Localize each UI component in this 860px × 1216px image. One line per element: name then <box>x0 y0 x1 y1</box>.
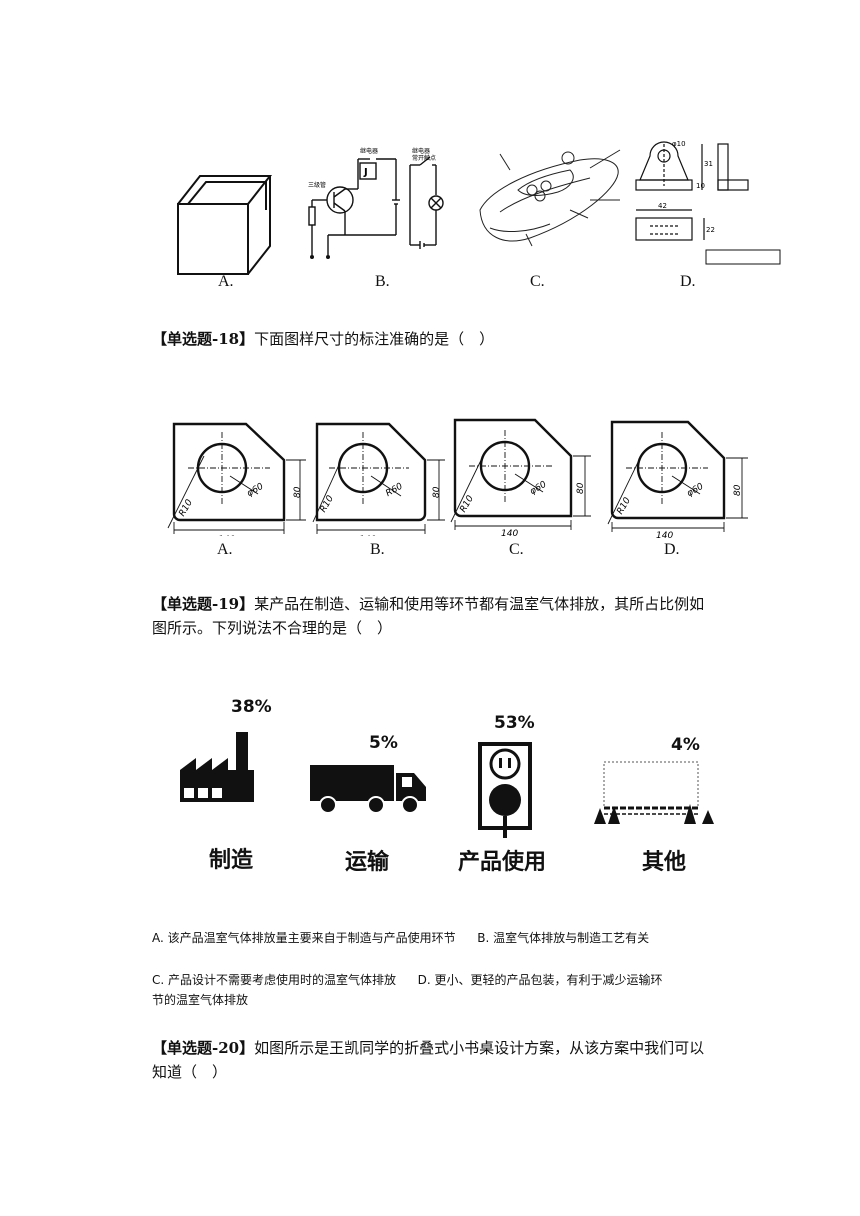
label-other: 其他 <box>642 850 687 875</box>
svg-text:φ10: φ10 <box>672 140 686 148</box>
q19-options: A. 该产品温室气体排放量主要来自于制造与产品使用环节 B. 温室气体排放与制造… <box>152 928 752 1010</box>
q18-text: 下面图样尺寸的标注准确的是（ ） <box>254 330 495 348</box>
open-box-figure <box>177 175 273 275</box>
svg-text:80: 80 <box>576 482 586 494</box>
plate-drawing-a: 80 140 R10 φ60 <box>167 422 306 536</box>
svg-text:R10: R10 <box>458 494 476 515</box>
svg-text:140: 140 <box>359 535 376 536</box>
q18-letter-d: D. <box>664 541 680 558</box>
q20-text-line1: 如图所示是王凯同学的折叠式小书桌设计方案，从该方案中我们可以 <box>254 1039 705 1057</box>
svg-text:10: 10 <box>696 182 705 190</box>
percent-other: 4% <box>671 735 700 755</box>
q20-question: 【单选题-20】如图所示是王凯同学的折叠式小书桌设计方案，从该方案中我们可以 知… <box>152 1036 752 1084</box>
svg-text:φ60: φ60 <box>685 482 705 499</box>
q19-text-line1: 某产品在制造、运输和使用等环节都有温室气体排放，其所占比例如 <box>254 595 705 613</box>
label-transport: 运输 <box>345 850 390 875</box>
q17-letter-c: C. <box>530 273 545 290</box>
svg-text:140: 140 <box>656 531 673 538</box>
svg-text:80: 80 <box>293 486 303 498</box>
emissions-figure: 38% 制造 5% 运输 53% 产品使用 4% 其他 <box>0 690 860 880</box>
svg-text:R10: R10 <box>615 496 633 517</box>
percent-product-use: 53% <box>494 713 535 733</box>
q18-letter-b: B. <box>370 541 385 558</box>
svg-text:继电器: 继电器 <box>412 147 430 155</box>
circuit-figure: 继电器 J 三级管 继电器 常开触点 <box>308 147 444 259</box>
svg-text:J: J <box>363 167 368 178</box>
svg-text:R10: R10 <box>318 494 336 515</box>
q20-text-line2: 知道（ ） <box>152 1063 228 1081</box>
car-sketch-figure <box>479 149 621 247</box>
q19-option-d-line1[interactable]: D. 更小、更轻的产品包装，有利于减少运输环 <box>417 973 663 987</box>
svg-text:22: 22 <box>706 226 715 234</box>
svg-text:φ60: φ60 <box>528 480 548 497</box>
q17-figures: 继电器 J 三级管 继电器 常开触点 <box>0 120 860 300</box>
svg-text:三级管: 三级管 <box>308 181 326 189</box>
svg-text:140: 140 <box>501 529 518 536</box>
plate-drawing-b: 80 140 R10 R60 <box>312 422 445 536</box>
svg-text:R60: R60 <box>384 481 405 499</box>
q18-letter-c: C. <box>509 541 524 558</box>
percent-transport: 5% <box>369 733 398 753</box>
factory-icon <box>180 732 254 802</box>
q19-question: 【单选题-19】某产品在制造、运输和使用等环节都有温室气体排放，其所占比例如 图… <box>152 592 752 640</box>
svg-text:R10: R10 <box>177 498 195 519</box>
q19-option-b[interactable]: B. 温室气体排放与制造工艺有关 <box>477 931 650 945</box>
svg-text:80: 80 <box>733 484 743 496</box>
plate-drawing-d: 80 140 R10 φ60 <box>607 420 748 538</box>
power-outlet-icon <box>478 742 532 838</box>
q18-letter-a: A. <box>217 541 233 558</box>
q19-text-line2: 图所示。下列说法不合理的是（ ） <box>152 619 393 637</box>
label-product-use: 产品使用 <box>458 850 547 875</box>
q19-option-c[interactable]: C. 产品设计不需要考虑使用时的温室气体排放 <box>152 973 397 987</box>
engineering-drawing-figure: φ10 42 22 10 31 <box>635 140 781 265</box>
svg-text:φ60: φ60 <box>245 482 265 499</box>
svg-text:140: 140 <box>218 535 235 536</box>
q20-prefix: 【单选题-20】 <box>152 1039 255 1057</box>
q18-figures: 80 140 R10 φ60 80 140 R10 R60 <box>150 410 770 570</box>
truck-icon <box>310 765 426 814</box>
label-manufacturing: 制造 <box>209 848 254 873</box>
svg-text:常开触点: 常开触点 <box>412 154 436 162</box>
q17-letter-b: B. <box>375 273 390 290</box>
svg-text:31: 31 <box>704 160 713 168</box>
q17-letter-a: A. <box>218 273 234 290</box>
plate-drawing-c: 80 140 R10 φ60 <box>450 418 591 536</box>
q18-question: 【单选题-18】下面图样尺寸的标注准确的是（ ） <box>152 327 752 351</box>
q19-prefix: 【单选题-19】 <box>152 595 255 613</box>
svg-text:42: 42 <box>658 202 667 210</box>
q19-option-a[interactable]: A. 该产品温室气体排放量主要来自于制造与产品使用环节 <box>152 931 456 945</box>
svg-text:继电器: 继电器 <box>360 147 378 155</box>
q17-letter-d: D. <box>680 273 696 290</box>
q18-prefix: 【单选题-18】 <box>152 330 255 348</box>
landscape-icon <box>594 761 714 824</box>
percent-manufacturing: 38% <box>231 697 272 717</box>
svg-text:80: 80 <box>432 486 442 498</box>
q19-option-d-line2[interactable]: 节的温室气体排放 <box>152 993 249 1007</box>
